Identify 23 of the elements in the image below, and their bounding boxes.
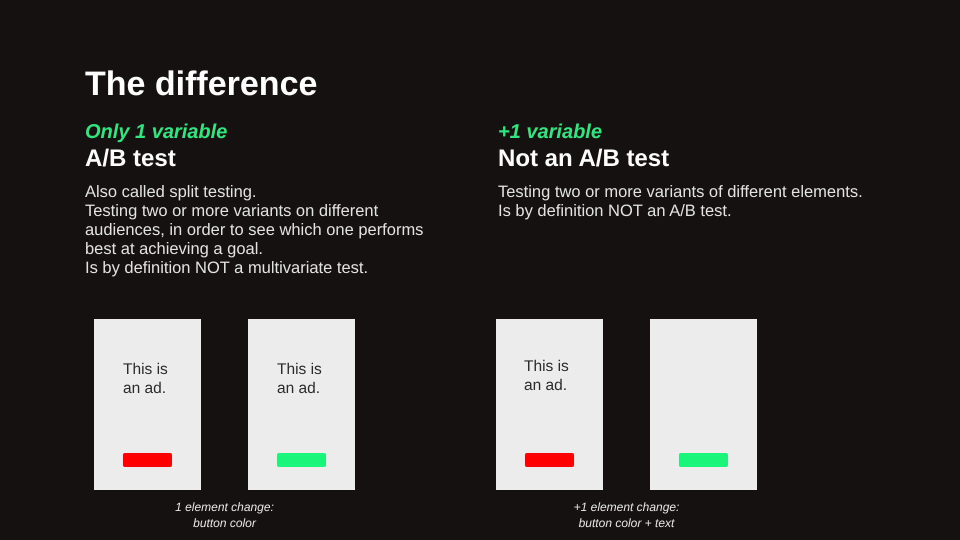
cta-button <box>525 453 574 467</box>
ad-card <box>496 319 603 490</box>
ad-text: This is an ad. <box>524 357 570 395</box>
description-text: Is by definition NOT an A/B test. <box>498 202 732 221</box>
caption-text: 1 element change: button color <box>174 499 275 531</box>
ad-card <box>650 319 757 490</box>
cta-button <box>277 453 326 467</box>
caption-text: +1 element change: button color + text <box>572 499 680 531</box>
ad-text: This is an ad. <box>123 360 169 398</box>
description-text: Is by definition NOT a multivariate test. <box>85 259 368 278</box>
variable-tag: +1 variable <box>498 121 602 143</box>
description-text: Also called split testing. <box>85 183 257 202</box>
cta-button <box>123 453 172 467</box>
variable-tag: Only 1 variable <box>85 121 228 143</box>
description-text: Testing two or more variants of different elements. <box>498 183 863 202</box>
description-text: Testing two or more variants on different audiences, in order to see which one performs best at achieving a goal. <box>85 202 424 259</box>
slide-title: The difference <box>85 64 318 104</box>
section-heading: A/B test <box>85 145 176 173</box>
ad-card <box>94 319 201 490</box>
section-heading: Not an A/B test <box>498 145 670 173</box>
cta-button <box>679 453 728 467</box>
ad-text: This is an ad. <box>277 360 323 398</box>
ad-card <box>248 319 355 490</box>
